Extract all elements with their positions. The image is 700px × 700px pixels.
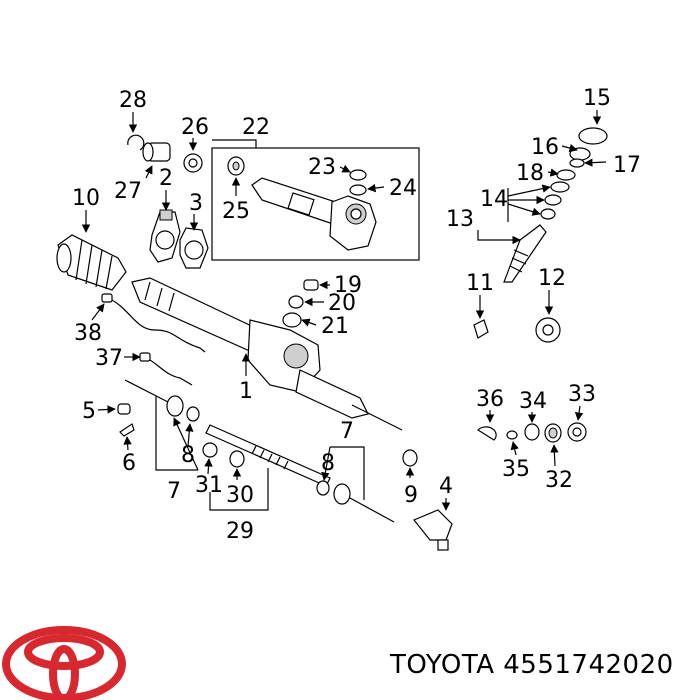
- callout-7-left: 7: [167, 479, 181, 504]
- seal-part-30: [229, 450, 245, 468]
- callout-21: 21: [321, 314, 349, 339]
- washer-part-35: [506, 430, 518, 440]
- seal-part-36: [477, 426, 497, 441]
- callout-33: 33: [568, 382, 596, 407]
- bolt-part-11: [473, 319, 489, 339]
- pipe-part-37: [144, 356, 193, 386]
- pipe-fitting-37: [139, 352, 151, 362]
- tie-rod-right-part: [316, 480, 395, 523]
- callout-32: 32: [545, 468, 573, 493]
- bracket-part-2: [149, 209, 181, 263]
- callout-26: 26: [181, 115, 209, 140]
- pipe-part-38: [107, 297, 206, 353]
- callout-8-right: 8: [321, 451, 335, 476]
- callout-12: 12: [538, 266, 566, 291]
- callout-24: 24: [389, 176, 417, 201]
- callout-22: 22: [242, 115, 270, 140]
- leader-lines: [81, 110, 607, 511]
- callout-13: 13: [446, 207, 474, 232]
- callout-35: 35: [502, 457, 530, 482]
- callout-34: 34: [519, 389, 547, 414]
- callout-15: 15: [583, 86, 611, 111]
- callout-25: 25: [222, 199, 250, 224]
- callout-8-left: 8: [181, 443, 195, 468]
- callout-16: 16: [531, 135, 559, 160]
- snap-ring-part: [127, 134, 145, 151]
- bushing-part-27: [142, 142, 171, 162]
- tie-rod-end-part: [413, 509, 453, 551]
- pipe-fitting-38: [101, 293, 113, 303]
- callout-11: 11: [466, 271, 494, 296]
- callout-5: 5: [82, 399, 96, 424]
- callout-28: 28: [119, 88, 147, 113]
- part-caption: TOYOTA 4551742020: [390, 650, 674, 680]
- nut-part-20: [288, 295, 304, 309]
- callout-30: 30: [226, 483, 254, 508]
- bushing-part-32: [544, 423, 562, 443]
- seal-part-33: [567, 422, 587, 442]
- housing-group-box: [211, 147, 420, 261]
- callout-9: 9: [404, 483, 418, 508]
- callout-1: 1: [239, 379, 253, 404]
- callout-38: 38: [74, 321, 102, 346]
- callout-29: 29: [226, 519, 254, 544]
- cover-part-21: [282, 312, 302, 328]
- callout-14: 14: [480, 187, 508, 212]
- tie-rod-left-part: [124, 379, 200, 422]
- callout-6: 6: [122, 451, 136, 476]
- pinion-stack-part: [503, 127, 608, 283]
- cap-part-19: [303, 279, 319, 291]
- callout-4: 4: [439, 474, 453, 499]
- toyota-logo: [2, 626, 126, 700]
- seal-part-31: [202, 442, 218, 458]
- callout-18: 18: [516, 161, 544, 186]
- callout-7-right: 7: [340, 419, 354, 444]
- clip-part-5: [117, 403, 131, 415]
- callout-23: 23: [308, 155, 336, 180]
- callout-3: 3: [189, 191, 203, 216]
- seal-part-23: [349, 169, 367, 181]
- boot-part-10: [56, 234, 127, 291]
- seal-part-24: [349, 184, 367, 196]
- callout-2: 2: [159, 166, 173, 191]
- callout-31: 31: [195, 473, 223, 498]
- callout-27: 27: [114, 179, 142, 204]
- bracket-part-3: [179, 227, 209, 269]
- bushing-part-9: [402, 449, 418, 467]
- callout-37: 37: [95, 346, 123, 371]
- rack-assembly-part: [131, 277, 403, 431]
- brand-name: TOYOTA: [390, 650, 495, 680]
- callout-36: 36: [476, 387, 504, 412]
- callout-20: 20: [328, 291, 356, 316]
- seal-part-25: [227, 156, 245, 176]
- ring-part-26: [183, 153, 203, 173]
- clamp-part-6: [119, 423, 135, 437]
- ring-part-34: [524, 423, 540, 441]
- rack-housing-part: [251, 177, 377, 251]
- callout-19: 19: [334, 273, 362, 298]
- callout-10: 10: [72, 186, 100, 211]
- part-number: 4551742020: [503, 650, 674, 680]
- clamp-part-12: [535, 317, 561, 343]
- callout-17: 17: [613, 153, 641, 178]
